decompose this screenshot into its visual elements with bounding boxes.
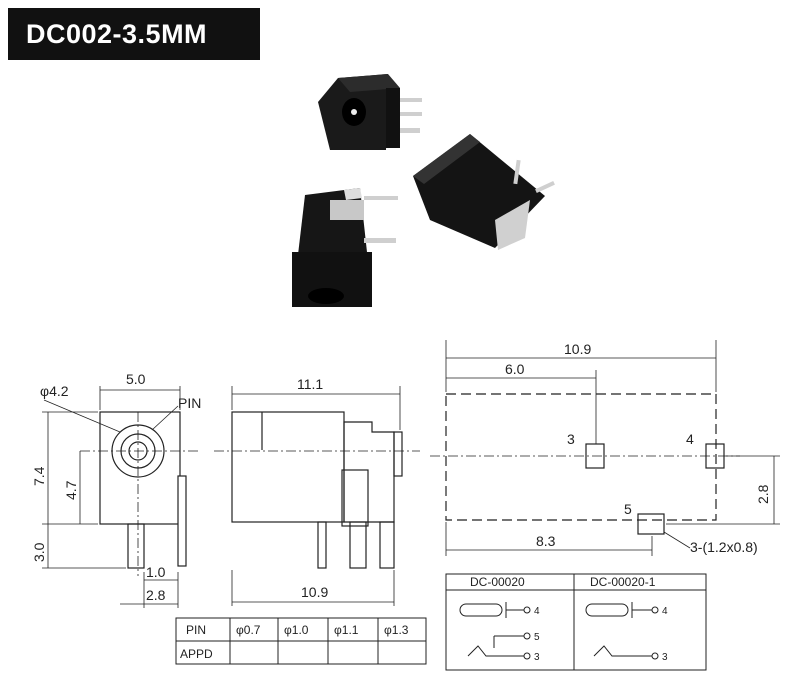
pin-table-header-1: φ0.7 <box>236 623 261 637</box>
pin-length-label: 3.0 <box>31 542 47 562</box>
footprint-pin4-label: 4 <box>686 431 694 447</box>
schematic-col2-title: DC-00020-1 <box>590 575 656 589</box>
footprint-view <box>430 340 780 556</box>
front-view <box>42 386 200 608</box>
pin-table <box>175 617 427 665</box>
schematic-col1-pin-a: 4 <box>534 606 540 617</box>
schematic-col1-pin-b: 5 <box>534 632 540 643</box>
side-view <box>214 386 420 606</box>
side-length-label: 11.1 <box>297 376 323 392</box>
center-height-label: 4.7 <box>63 480 79 500</box>
front-width-label: 5.0 <box>126 371 146 387</box>
pin-table-header-0: PIN <box>186 623 206 637</box>
pin-table-header-4: φ1.3 <box>384 623 409 637</box>
footprint-pin5-label: 5 <box>624 501 632 517</box>
pin-gap-label: 1.0 <box>146 564 166 580</box>
schematic-col1-title: DC-00020 <box>470 575 525 589</box>
footprint-spacing-label: 2.8 <box>755 484 771 504</box>
hole-diameter-label: φ4.2 <box>40 383 69 399</box>
pad-note-label: 3-(1.2x0.8) <box>690 539 758 555</box>
product-title: DC002-3.5MM <box>26 18 208 49</box>
schematic-col2-pin-a: 4 <box>662 606 668 617</box>
footprint-pin3-x-label: 6.0 <box>505 361 525 377</box>
schematic-col2-pin-b: 3 <box>662 652 668 663</box>
pin-table-header-2: φ1.0 <box>284 623 309 637</box>
footprint-pin3-label: 3 <box>567 431 575 447</box>
product-photo-2 <box>413 134 555 250</box>
front-height-label: 7.4 <box>31 466 47 486</box>
footprint-pin5-x-label: 8.3 <box>536 533 556 549</box>
product-photo-3 <box>292 188 398 307</box>
schematic-col1-pin-c: 3 <box>534 652 540 663</box>
pin-table-header-3: φ1.1 <box>334 623 359 637</box>
product-title-badge: DC002-3.5MM <box>8 8 260 60</box>
schematic-table <box>445 573 707 671</box>
pin-table-row-label: APPD <box>180 647 213 661</box>
product-photo-1 <box>318 74 422 150</box>
side-pin-span-label: 10.9 <box>301 584 328 600</box>
pin-label: PIN <box>178 395 201 411</box>
pin-offset-label: 2.8 <box>146 587 166 603</box>
footprint-total-label: 10.9 <box>564 341 591 357</box>
